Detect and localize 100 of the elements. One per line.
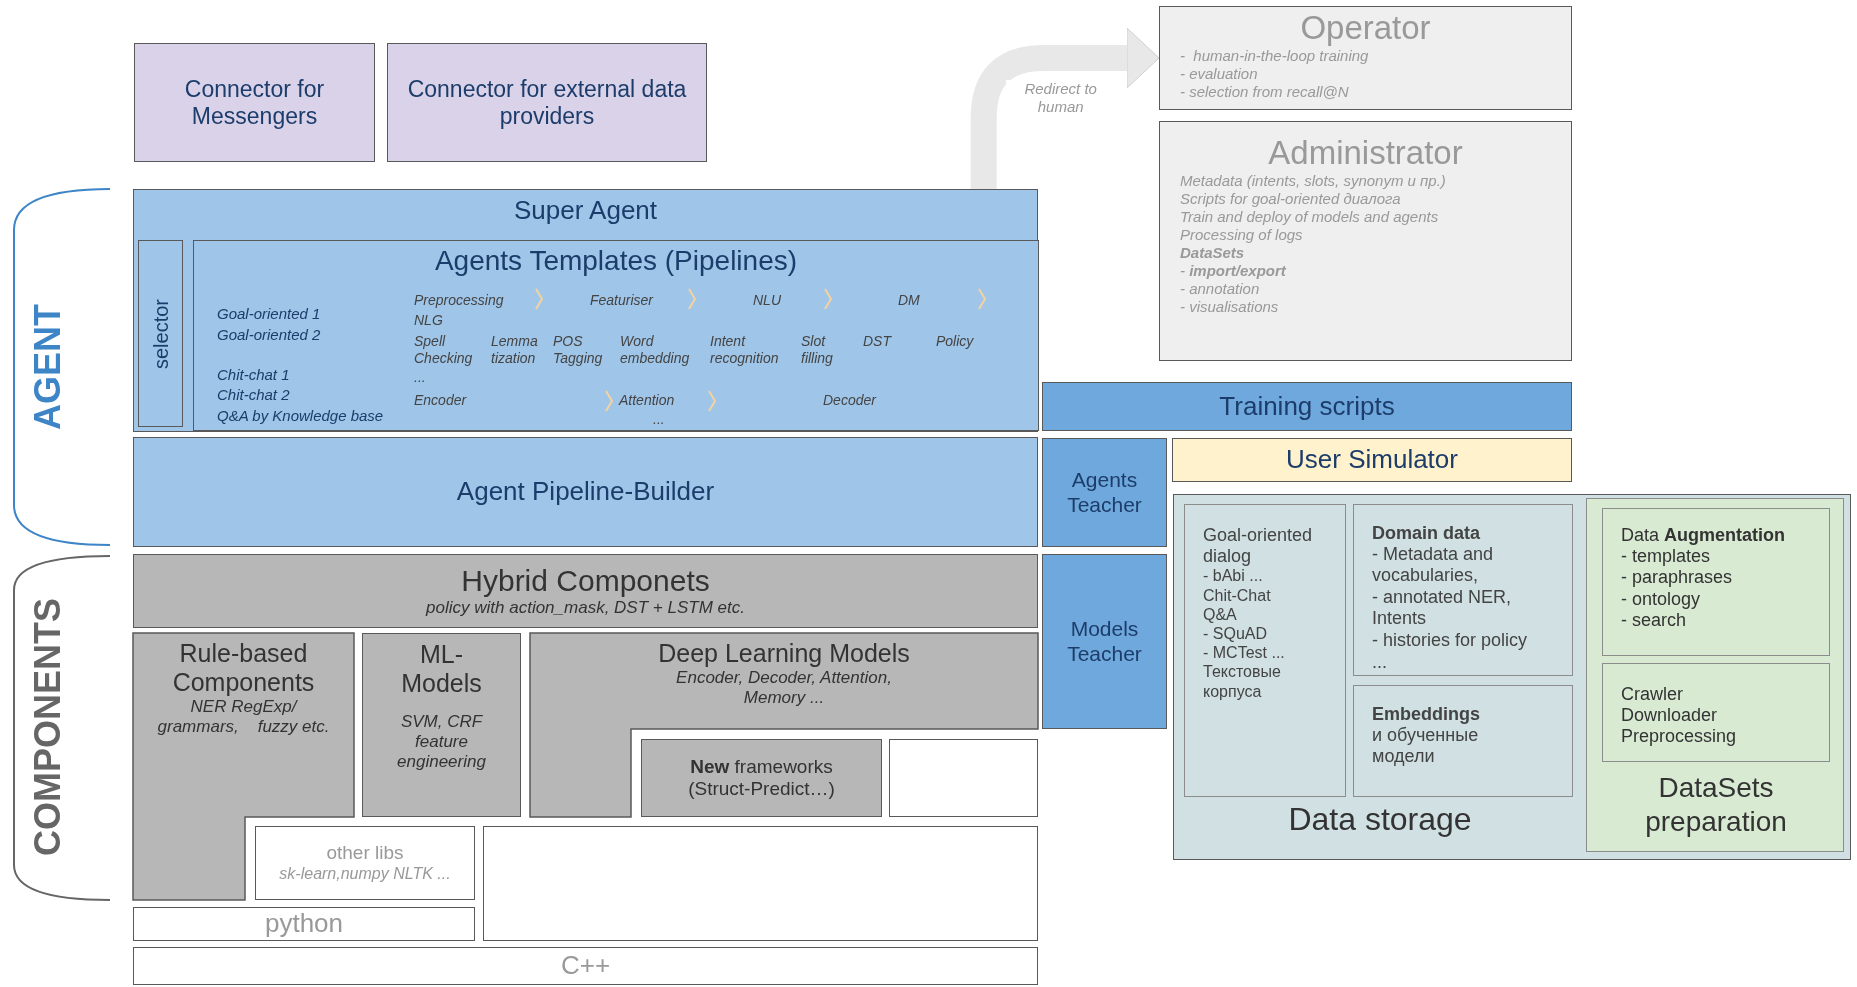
layer-box [133,554,1038,628]
pipeline-step: Word embedding [620,333,690,367]
box-text: Scripts for goal-oriented диалога [1180,189,1401,208]
box-title: Models Teacher [1066,617,1143,666]
pipeline-step: Intent recognition [710,333,779,367]
component-box [362,633,521,817]
selector-label: selector [149,298,172,369]
box-text: - paraphrases [1621,567,1733,589]
box-text: - SQuAD [1203,623,1267,644]
box-title: python [264,909,344,939]
box-text: - visualisations [1180,297,1279,316]
box-text: - human-in-the-loop training [1180,46,1369,65]
box-title: other libs [326,842,404,865]
pipeline-step: Lemma tization [491,333,538,367]
pipeline-step: Preprocessing [414,292,504,309]
box-text: sk-learn,numpy NLTK ... [279,864,451,884]
preparation-box [1602,508,1830,656]
box-text: - evaluation [1180,64,1258,83]
box-title: Domain data [1372,523,1481,544]
box-text: - search [1621,610,1687,633]
box-title: Hybrid Componets [461,563,710,599]
pipeline-step: Featuriser [590,292,654,309]
box-title: Rule-based Components [171,639,316,697]
role-box [1159,6,1572,110]
box-title: Super Agent [513,196,658,226]
pipeline-step: Attention [619,392,675,409]
box-text: - MCTest ... [1203,643,1285,663]
component-shape [530,633,1038,817]
box-title: Connector for Messengers [183,76,326,129]
box-title: Agents Teacher [1066,468,1143,517]
box-text: - selection from recall@N [1180,82,1349,101]
pipeline-step: ... [414,369,426,386]
box-title: Crawler [1621,684,1683,705]
box-text: DataSets [1180,243,1245,262]
layer-box [133,437,1038,547]
box-text: - histories for policy [1372,630,1528,652]
template-name: Goal-oriented 2 [217,326,321,344]
dataset-box [1184,504,1346,797]
box-title: Operator [1300,9,1431,47]
box-text: Preprocessing [1621,726,1737,748]
library-box [255,826,475,900]
box-text: policy with action_mask, DST + LSTM etc. [426,598,745,619]
box-text: Metadata (intents, slots, synonym и пр.) [1180,171,1446,190]
box-title: C++ [560,951,611,981]
dataset-box [1353,685,1573,797]
box-text: - annotation [1180,279,1260,298]
box-text: ... [1372,651,1387,674]
pipeline-step: Slot filling [801,333,833,367]
teacher-box [1042,438,1167,547]
box-title: ML- Models [400,640,483,698]
box-text: - templates [1621,545,1711,568]
box-title: User Simulator [1286,445,1458,475]
language-box [133,947,1038,985]
pipeline-step: ... [653,411,665,428]
pipeline-step: Decoder [823,392,876,409]
pipeline-step: NLG [414,312,443,329]
box-text: Q&A [1203,604,1237,624]
pipeline-step: DST [863,333,891,350]
simulator-box [1172,438,1572,482]
box-text: - import/export [1180,261,1286,280]
template-name: Chit-chat 1 [217,366,290,384]
box-title: Training scripts [1219,391,1395,422]
super-agent-box [133,189,1038,432]
box-text: SVM, CRF feature engineering [396,711,487,773]
box-title: Connector for external data providers [406,76,688,129]
preparation-box [1602,663,1830,762]
pipeline-step: Policy [936,333,974,350]
box-text: Encoder, Decoder, Attention, Memory ... [675,667,893,709]
selector-box [138,240,183,427]
pipeline-step: NLU [753,292,781,309]
role-box [1159,121,1572,361]
box-text: и обученные модели [1372,724,1480,768]
box-title: Agents Templates (Pipelines) [434,245,798,278]
box-title: Goal-oriented dialog [1203,525,1314,567]
box-text: Текстовые корпуса [1203,662,1282,701]
box-text: Processing of logs [1180,225,1303,244]
panel-title: DataSets preparation [1644,771,1788,839]
box-text: - Metadata and vocabularies, [1372,543,1495,587]
pipeline-templates-box [193,240,1039,431]
arrow [970,27,1160,189]
framework-box [483,826,1038,941]
pipeline-step: Encoder [414,392,467,409]
component-box [641,739,882,817]
box-title: New frameworks (Struct-Predict…) [687,756,836,800]
template-name: Chit-chat 2 [217,386,290,404]
box-text: Train and deploy of models and agents [1180,207,1439,226]
teacher-box [1042,554,1167,729]
layer-box [1042,382,1572,431]
pipeline-step: POS Tagging [553,333,603,367]
pipeline-step: DM [898,292,920,309]
template-name: Q&A by Knowledge base [217,407,384,425]
preparation-panel [1586,498,1844,852]
box-title: Agent Pipeline-Builder [456,477,715,507]
framework-box [889,739,1038,817]
box-text: Chit-Chat [1203,585,1271,605]
box-text: NER RegExp/ grammars, fuzzy etc. [156,696,331,738]
pipeline-step: Spell Checking [414,333,473,367]
storage-panel [1173,494,1851,860]
box-text: - ontology [1621,588,1701,611]
dataset-box [1353,504,1573,676]
